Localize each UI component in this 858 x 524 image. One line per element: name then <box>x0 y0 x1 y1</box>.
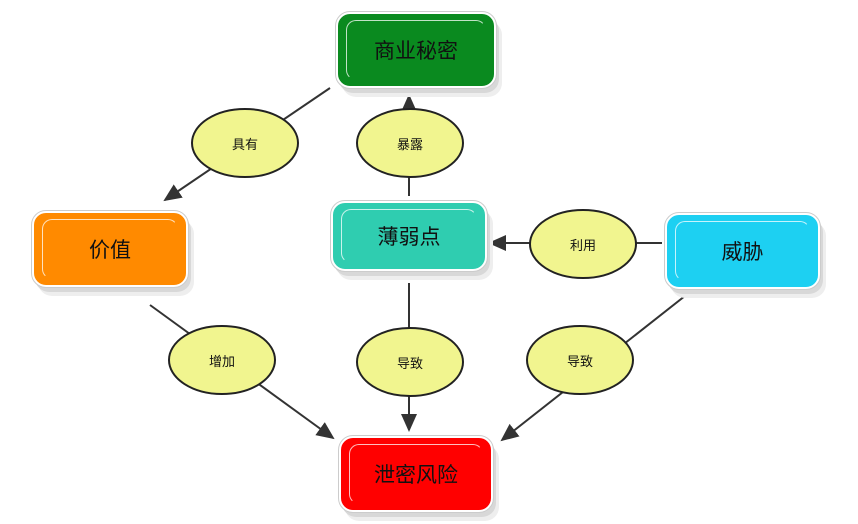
bubble-expose <box>356 108 464 178</box>
node-label: 价值 <box>89 238 131 262</box>
edge-label-has: 具有 <box>231 137 258 153</box>
bubble-cause1 <box>356 327 464 397</box>
node-vulnerability: 薄弱点 <box>330 200 488 272</box>
bubble-exploit <box>529 209 637 279</box>
node-label: 薄弱点 <box>377 225 441 249</box>
bubble-cause2 <box>526 325 634 395</box>
edge-label-cause1: 导致 <box>396 356 423 372</box>
bubble-has <box>191 108 299 178</box>
node-value: 价值 <box>31 210 189 288</box>
edge-label-increase: 增加 <box>208 354 235 370</box>
node-trade-secret: 商业秘密 <box>335 11 497 89</box>
node-leak-risk: 泄密风险 <box>338 435 494 513</box>
node-label: 泄密风险 <box>374 463 458 487</box>
edge-label-expose: 暴露 <box>396 137 423 153</box>
edge-label-exploit: 利用 <box>569 238 596 254</box>
edge-label-cause2: 导致 <box>566 354 593 370</box>
node-label: 商业秘密 <box>374 39 458 63</box>
node-label: 威胁 <box>721 240 764 264</box>
bubble-increase <box>168 325 276 395</box>
node-threat: 威胁 <box>664 212 821 290</box>
